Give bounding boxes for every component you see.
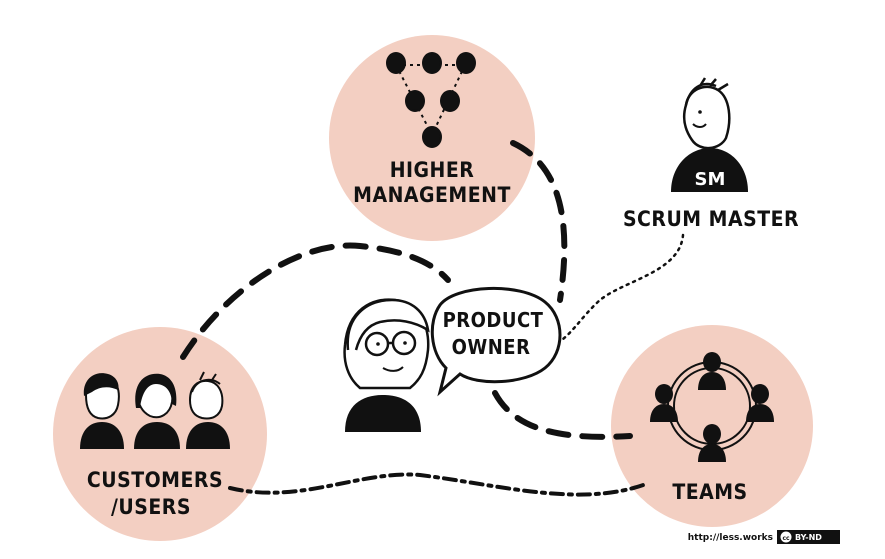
teams-label: TEAMS: [672, 480, 747, 504]
scrum-master-label: SCRUM MASTER: [623, 207, 799, 231]
scrum-master-person-icon: SM: [671, 77, 748, 192]
customers-label-line1: CUSTOMERS: [87, 468, 223, 492]
connector-customers-po: [180, 242, 451, 360]
credit-url[interactable]: http://less.works: [688, 533, 773, 543]
teams-circle-icon: [650, 352, 774, 462]
product-owner-label-line2: OWNER: [452, 335, 531, 359]
speech-bubble-icon: [430, 287, 562, 397]
people-hierarchy-icon: [386, 52, 476, 148]
higher-management-label-line1: HIGHER: [390, 158, 475, 182]
creative-commons-icon: cc BY-ND: [777, 530, 840, 544]
connector-scrummaster-po: [550, 233, 685, 348]
product-owner-person-icon: [343, 298, 430, 432]
connector-customers-teams: [228, 472, 648, 497]
customers-label-line2: /USERS: [111, 495, 191, 519]
license-label: BY-ND: [795, 533, 822, 542]
connector-management-po: [510, 140, 568, 303]
connector-po-teams: [492, 390, 633, 440]
customers-people-icon: [80, 371, 230, 449]
scrum-master-shirt-text: SM: [695, 169, 726, 190]
cc-symbol: cc: [782, 535, 790, 542]
higher-management-label-line2: MANAGEMENT: [353, 183, 511, 207]
product-owner-label-line1: PRODUCT: [443, 308, 544, 332]
